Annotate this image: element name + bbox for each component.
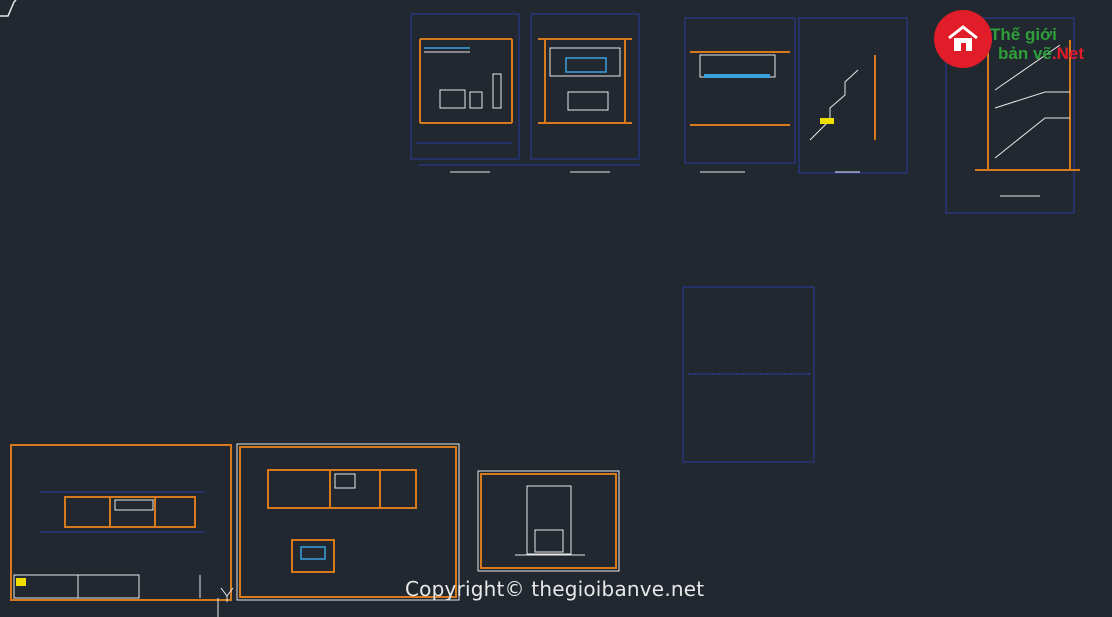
sheet-floor-plan-2 <box>236 443 460 601</box>
sheet-titles-row <box>418 164 640 173</box>
sheet-section-3 <box>684 17 796 164</box>
sheet-section-1 <box>410 13 520 160</box>
logo-line-2-text: bản vẽ <box>998 44 1052 63</box>
logo-line-1: Thế giới <box>990 25 1057 44</box>
corner-toolbar-icon[interactable] <box>0 0 17 17</box>
copyright-watermark: Copyright© thegioibanve.net <box>405 577 705 601</box>
sheet-elevation <box>477 470 620 572</box>
sheet-stair-detail <box>700 17 908 174</box>
sheet-floor-plan-1 <box>10 444 232 601</box>
brand-logo: Thế giới bản vẽ.Net <box>934 10 1104 70</box>
sheet-section-2 <box>530 13 640 160</box>
house-icon <box>934 10 992 68</box>
sheet-empty-frame <box>682 286 815 463</box>
sheet-stair-section <box>945 17 1080 214</box>
logo-line-2: bản vẽ.Net <box>998 44 1084 64</box>
logo-net: .Net <box>1051 44 1084 63</box>
ucs-axis-icon <box>217 587 234 617</box>
